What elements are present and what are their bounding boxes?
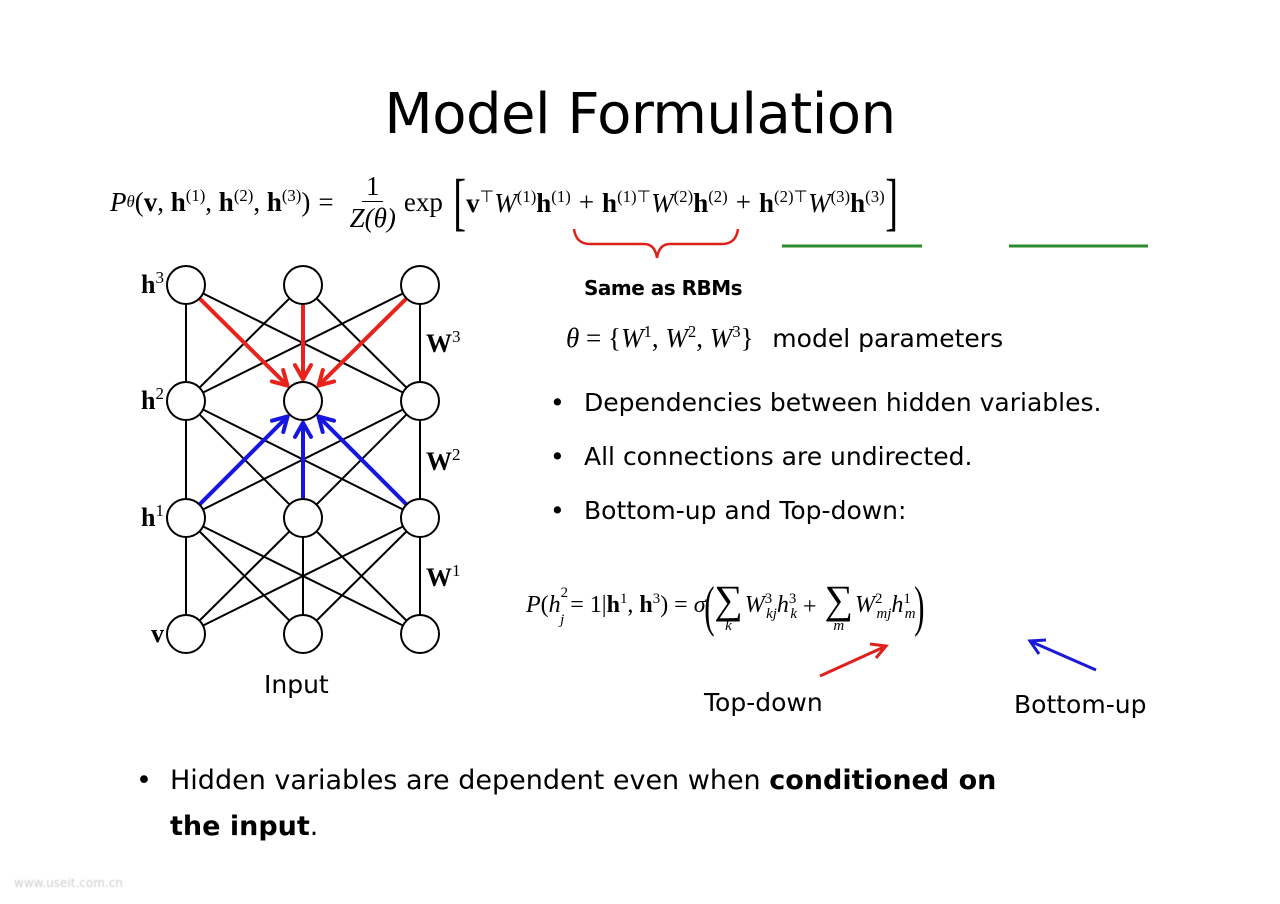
top-down-term: W3kjh3k [744, 591, 797, 622]
model-parameters-label: model parameters [772, 324, 1004, 353]
top-down-pointer-arrow [819, 645, 885, 678]
plus-sign: + [735, 186, 751, 217]
fraction-numerator: 1 [361, 171, 384, 202]
energy-term-3: h(2)⊤W(3)h(3) [758, 186, 885, 218]
network-edge [185, 517, 421, 635]
bottom-bullet: • Hidden variables are dependent even wh… [136, 758, 1130, 850]
eq-equals: = [318, 186, 334, 217]
bullet-text: All connections are undirected. [584, 442, 973, 471]
conditional-probability-equation: P(h2j = 1|h1, h3) = σ ( ∑k W3kjh3k + ∑m … [526, 576, 924, 638]
bottom-up-arrow [316, 414, 410, 508]
bottom-up-arrowhead [1027, 638, 1047, 655]
left-paren: ( [703, 576, 715, 638]
bullet-item: • Bottom-up and Top-down: [550, 496, 907, 525]
right-bracket: ] [884, 166, 898, 237]
bullet-text-end: . [309, 811, 319, 842]
layer-label: v [151, 619, 164, 648]
bottom-up-pointer-arrow [1031, 640, 1097, 672]
left-bracket: [ [453, 166, 466, 237]
network-node-v [400, 614, 440, 654]
bullet-dot: • [550, 388, 565, 417]
rbm-brace [572, 228, 740, 259]
network-node-v [283, 614, 323, 654]
network-edge [185, 517, 304, 635]
bullet-text-normal: Hidden variables are dependent even when [170, 765, 770, 796]
network-node-h1 [400, 498, 440, 538]
energy-term-2: h(1)⊤W(2)h(2) [602, 186, 728, 218]
top-down-arrowhead [869, 642, 889, 659]
bullet-dot: • [136, 765, 152, 796]
network-edge [302, 517, 421, 635]
sigmoid-symbol: σ [693, 592, 706, 619]
sum-index: k [725, 618, 732, 634]
bottom-up-arrow-head [316, 414, 337, 435]
sum-over-m: ∑m [824, 577, 854, 634]
top-down-arrow-head [293, 363, 313, 382]
bullet-dot: • [550, 442, 565, 471]
fraction-denominator: Z(θ) [349, 202, 396, 233]
layer-label: h1 [141, 501, 164, 532]
network-node-h3 [283, 265, 323, 305]
bullet-dot: • [550, 496, 565, 525]
network-node-h2 [283, 381, 323, 421]
bullet-text-bold: the input [170, 811, 310, 842]
sum-over-k: ∑k [714, 577, 743, 634]
plus-sign: + [578, 186, 595, 217]
bottom-up-arrow-head [269, 414, 290, 435]
eq-args: (v, h(1), h(2), h(3)) [134, 186, 311, 217]
bottom-up-term: W2mjh1m [855, 591, 916, 622]
weight-label: W2 [426, 445, 461, 476]
energy-term-1: v⊤W(1)h(1) [466, 186, 571, 218]
eq-theta-sub: θ [126, 192, 135, 211]
top-down-arrow-head [316, 368, 337, 388]
bullet-item: • All connections are undirected. [550, 442, 973, 471]
bottom-up-arrow [196, 414, 290, 508]
watermark: www.useit.com.cn [14, 876, 123, 890]
theta-definition: θ = {W1, W2, W3} model parameters [566, 322, 1004, 353]
eq-P: P [110, 186, 127, 217]
weight-label: W3 [426, 327, 461, 358]
normalizer-fraction: 1 Z(θ) [350, 171, 396, 234]
bullet-text-bold: conditioned on [769, 765, 997, 796]
bullet-text: Bottom-up and Top-down: [584, 496, 907, 525]
network-node-v [166, 614, 206, 654]
network-node-h2 [166, 381, 206, 421]
layer-label: h2 [141, 384, 164, 415]
network-node-h2 [400, 381, 440, 421]
slide-title: Model Formulation [384, 82, 896, 147]
top-down-arrow-head [269, 368, 290, 388]
bottom-up-arrow-head [293, 420, 313, 439]
right-paren: ) [913, 576, 924, 638]
top-down-arrow [196, 295, 290, 388]
bullet-item: • Dependencies between hidden variables. [550, 388, 1102, 417]
network-node-h3 [166, 265, 206, 305]
top-down-label: Top-down [704, 688, 823, 717]
layer-label: h3 [141, 268, 164, 299]
bottom-up-label: Bottom-up [1014, 690, 1147, 719]
network-node-h1 [283, 498, 323, 538]
sum-index: m [833, 618, 845, 634]
weight-label: W1 [426, 561, 461, 592]
top-down-arrow [316, 295, 410, 388]
exp-label: exp [403, 186, 443, 217]
same-as-rbms-label: Same as RBMs [584, 276, 743, 300]
bullet-text: Dependencies between hidden variables. [584, 388, 1102, 417]
input-label: Input [264, 670, 329, 699]
network-node-h3 [400, 265, 440, 305]
network-node-h1 [166, 498, 206, 538]
